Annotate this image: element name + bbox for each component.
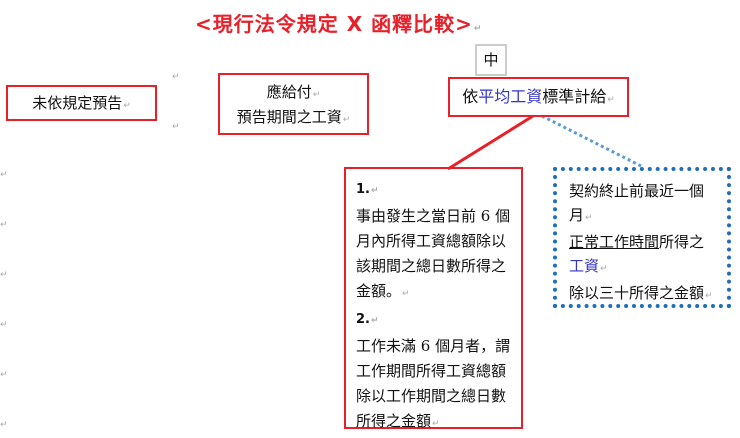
paragraph-mark: ↵: [0, 220, 8, 230]
paragraph-mark: ↵: [172, 122, 180, 132]
law-item-2: 工作未滿 6 個月者，謂工作期間所得工資總額除以工作期間之總日數所得之金額↵: [356, 337, 511, 430]
ime-indicator[interactable]: 中: [475, 44, 507, 76]
paragraph-mark: ↵: [172, 72, 180, 82]
paragraph-mark: ↵: [0, 370, 8, 380]
paragraph-mark: ↵: [0, 420, 8, 430]
no-notice-box: 未依規定預告↵: [6, 85, 157, 121]
should-pay-box: 應給付↵ 預告期間之工資↵: [218, 73, 369, 135]
average-wage-term: 平均工資: [478, 87, 543, 106]
law-definition-box: 1.↵ 事由發生之當日前 6 個月內所得工資總額除以該期間之總日數所得之金額。↵…: [344, 167, 523, 430]
interpretation-box: 契約終止前最近一個月↵ 正常工作時間所得之工資↵ 除以三十所得之金額↵: [553, 167, 731, 308]
average-wage-box: 依平均工資標準計給↵: [448, 77, 629, 117]
paragraph-mark: ↵: [0, 170, 8, 180]
paragraph-mark: ↵: [0, 270, 8, 280]
page-title: <現行法令規定 X 函釋比較>↵: [195, 12, 483, 36]
paragraph-mark: ↵: [0, 320, 8, 330]
law-item-1: 事由發生之當日前 6 個月內所得工資總額除以該期間之總日數所得之金額。↵: [356, 207, 511, 300]
